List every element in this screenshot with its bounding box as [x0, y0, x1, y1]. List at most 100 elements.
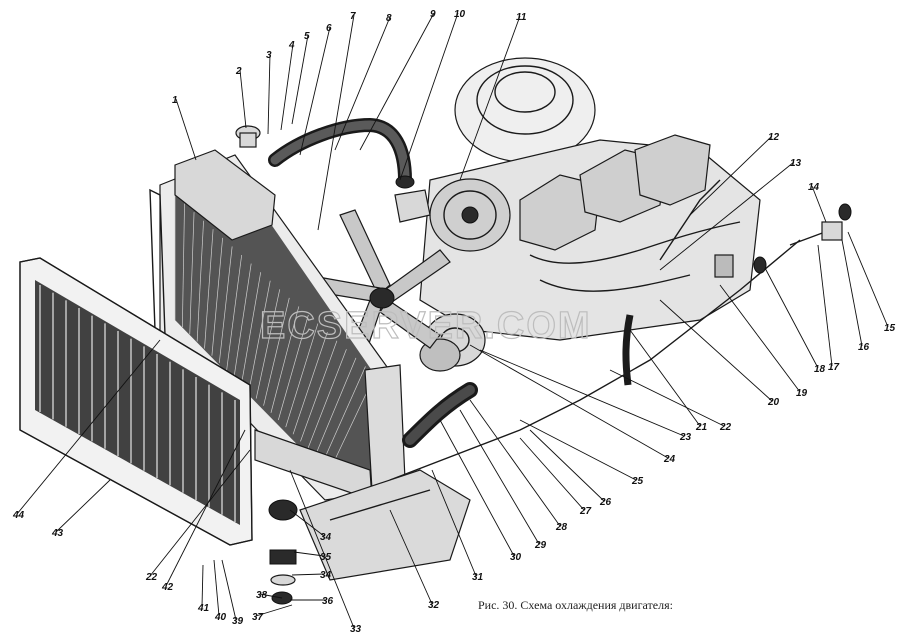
callout-leader-39 — [221, 559, 237, 621]
callout-leader-11 — [459, 15, 521, 181]
callout-leader-10 — [399, 12, 459, 181]
callout-label-19: 19 — [796, 388, 808, 399]
callout-leader-32 — [389, 509, 433, 605]
callout-leader-6 — [299, 26, 331, 156]
callout-leader-44 — [16, 339, 161, 515]
callout-leader-38 — [259, 593, 283, 599]
callout-leader-37 — [255, 604, 293, 617]
callout-label-20: 20 — [767, 397, 780, 408]
callout-label-12: 12 — [768, 132, 780, 143]
callout-leader-1 — [175, 98, 197, 161]
callout-leader-17 — [817, 244, 833, 367]
callout-leader-31 — [431, 469, 477, 577]
callout-label-2: 2 — [235, 66, 242, 77]
callout-label-31: 31 — [472, 572, 484, 583]
callout-label-43: 43 — [51, 528, 64, 539]
callout-label-40: 40 — [214, 612, 227, 623]
callout-leader-2 — [239, 69, 247, 129]
callout-leader-22 — [609, 369, 725, 427]
callout-leader-15 — [847, 231, 889, 328]
callout-leader-41 — [201, 564, 204, 608]
callout-label-10: 10 — [454, 9, 466, 20]
callout-label-14: 14 — [808, 182, 820, 193]
callout-leader-20 — [659, 299, 773, 402]
callout-label-17: 17 — [828, 362, 840, 373]
callout-label-30: 30 — [510, 552, 522, 563]
callout-leader-9 — [359, 12, 435, 151]
callout-label-35: 35 — [320, 552, 332, 563]
callout-label-8: 8 — [386, 13, 392, 24]
callout-label-22: 22 — [719, 422, 732, 433]
callout-label-27: 27 — [579, 506, 592, 517]
callout-leader-28 — [469, 399, 561, 527]
callout-label-42: 42 — [161, 582, 174, 593]
callout-leader-25 — [519, 419, 637, 481]
callout-leader-19 — [719, 284, 801, 393]
callout-leader-33 — [289, 469, 355, 629]
callout-label-6: 6 — [326, 23, 332, 34]
callout-leader-40 — [213, 559, 220, 617]
callout-leader-14 — [811, 185, 827, 223]
callout-label-3: 3 — [266, 50, 272, 61]
callout-label-15: 15 — [884, 323, 896, 334]
radiator-shutter — [19, 257, 253, 546]
callout-label-39: 39 — [232, 616, 244, 627]
figure-caption: Рис. 30. Схема охлаждения двигателя: — [478, 598, 673, 612]
radiator — [149, 125, 406, 501]
callout-label-36: 36 — [322, 596, 334, 607]
callout-leader-5 — [291, 34, 309, 125]
callout-label-32: 32 — [428, 600, 440, 611]
callout-leader-42 — [165, 429, 246, 587]
callout-leader-34 — [291, 573, 325, 576]
callout-leader-16 — [841, 239, 863, 347]
callout-label-11: 11 — [516, 12, 527, 23]
callout-leader-3 — [267, 53, 271, 135]
engine-mount — [268, 469, 471, 605]
callout-leader-43 — [55, 479, 111, 533]
callout-leader-4 — [280, 43, 294, 131]
callout-leader-22 — [149, 449, 251, 577]
callout-label-4: 4 — [288, 40, 295, 51]
callout-label-23: 23 — [679, 432, 692, 443]
callout-label-33: 33 — [350, 624, 362, 635]
callout-leader-35 — [293, 551, 325, 557]
callout-leader-29 — [459, 409, 540, 545]
callout-label-26: 26 — [599, 497, 612, 508]
callout-leader-23 — [479, 349, 685, 437]
callout-label-16: 16 — [858, 342, 870, 353]
callout-label-13: 13 — [790, 158, 802, 169]
callout-label-25: 25 — [631, 476, 644, 487]
watermark: ECSERVER.COM — [260, 305, 592, 347]
callout-leader-30 — [439, 419, 515, 557]
callout-leader-24 — [469, 344, 669, 459]
callout-label-22: 22 — [145, 572, 158, 583]
callout-label-44: 44 — [12, 510, 25, 521]
callout-leader-18 — [764, 267, 819, 369]
callout-leader-21 — [629, 329, 701, 427]
callout-leader-34 — [289, 509, 325, 537]
callout-label-5: 5 — [304, 31, 310, 42]
callout-leader-8 — [334, 16, 391, 151]
upper-hoses — [268, 117, 415, 189]
callout-label-34: 34 — [320, 532, 332, 543]
callout-label-9: 9 — [430, 9, 436, 20]
callout-leader-12 — [689, 135, 773, 216]
callout-leader-27 — [519, 437, 585, 511]
callout-leader-13 — [659, 161, 795, 271]
callout-label-1: 1 — [172, 95, 178, 106]
callout-label-38: 38 — [256, 590, 268, 601]
callout-label-37: 37 — [252, 612, 264, 623]
callout-label-34: 34 — [320, 570, 332, 581]
callout-label-41: 41 — [197, 603, 210, 614]
callout-label-7: 7 — [350, 11, 356, 22]
engine-block — [394, 57, 761, 372]
callout-leader-26 — [529, 429, 605, 502]
callout-label-24: 24 — [663, 454, 676, 465]
lower-hoses — [389, 179, 801, 481]
callout-leader-7 — [317, 14, 355, 231]
callout-label-21: 21 — [695, 422, 708, 433]
callout-label-18: 18 — [814, 364, 826, 375]
